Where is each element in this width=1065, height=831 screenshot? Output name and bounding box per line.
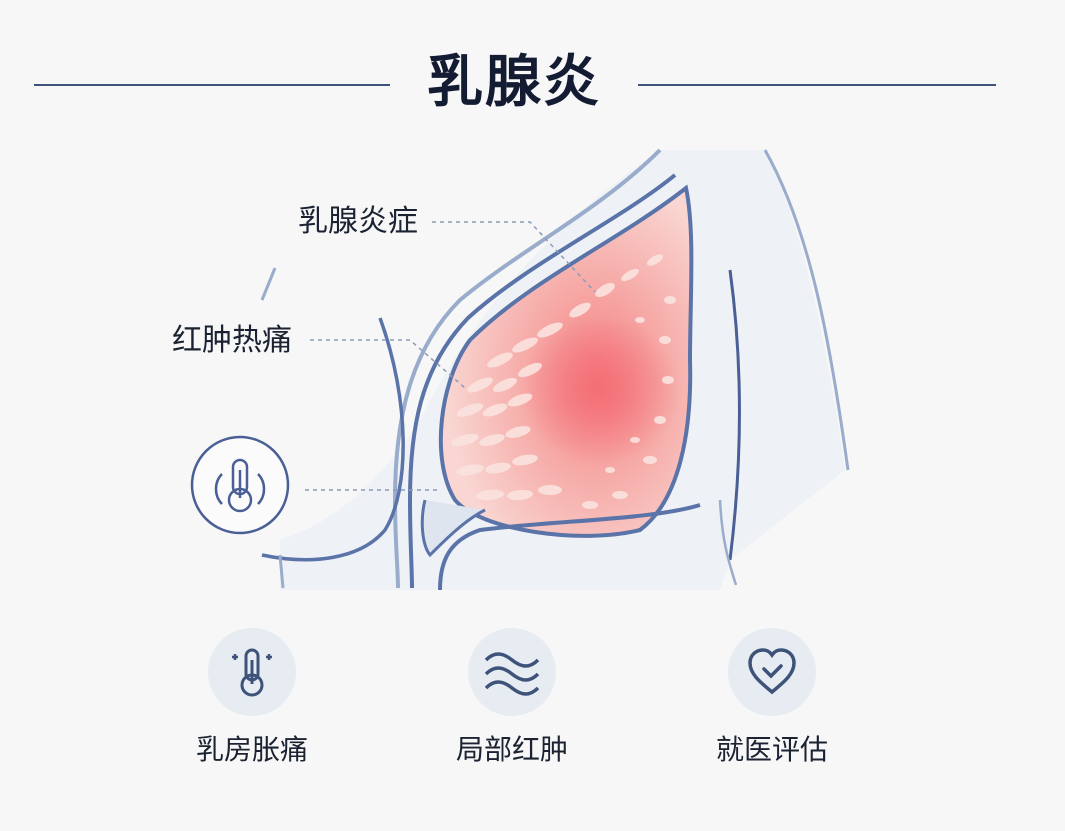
label-redness-swelling-heat-pain: 红肿热痛 <box>172 323 292 358</box>
left-body-edge <box>278 554 285 589</box>
symptom-label: 乳房胀痛 <box>195 733 308 766</box>
arm-outline-lower <box>718 499 738 586</box>
title-divider-left <box>34 84 390 86</box>
inflammation-hotspot <box>520 315 680 465</box>
thermometer-icon <box>232 648 272 697</box>
glandular-lobules <box>451 254 676 509</box>
leader-line-inflammation <box>432 221 596 293</box>
chest-wall-line <box>438 503 701 591</box>
page-title: 乳腺炎 <box>427 50 601 115</box>
symptom-local-redness: 局部红肿 <box>412 628 612 768</box>
symptom-icon-circle <box>468 628 556 716</box>
symptom-breast-pain: 乳房胀痛 <box>152 628 352 768</box>
symptom-label: 局部红肿 <box>455 733 568 766</box>
breast-skin-outline <box>407 173 677 589</box>
label-mastitis-inflammation: 乳腺炎症 <box>298 204 418 239</box>
symptom-label: 就医评估 <box>715 733 828 766</box>
symptom-icon-circle <box>728 628 816 716</box>
back-outline <box>763 149 850 471</box>
thermometer-heat-icon <box>190 435 290 535</box>
symptom-icon-circle <box>208 628 296 716</box>
title-divider-right <box>638 84 996 86</box>
arm-outline <box>728 269 741 561</box>
symptom-medical-evaluation: 就医评估 <box>672 628 872 768</box>
left-breast-outline <box>261 317 405 562</box>
left-contour-faint <box>260 267 277 301</box>
breast-outer-layer <box>392 148 662 589</box>
inner-fold <box>420 499 486 558</box>
wave-icon <box>484 652 540 696</box>
leader-line-symptoms <box>310 339 466 389</box>
heart-check-icon <box>748 648 796 695</box>
